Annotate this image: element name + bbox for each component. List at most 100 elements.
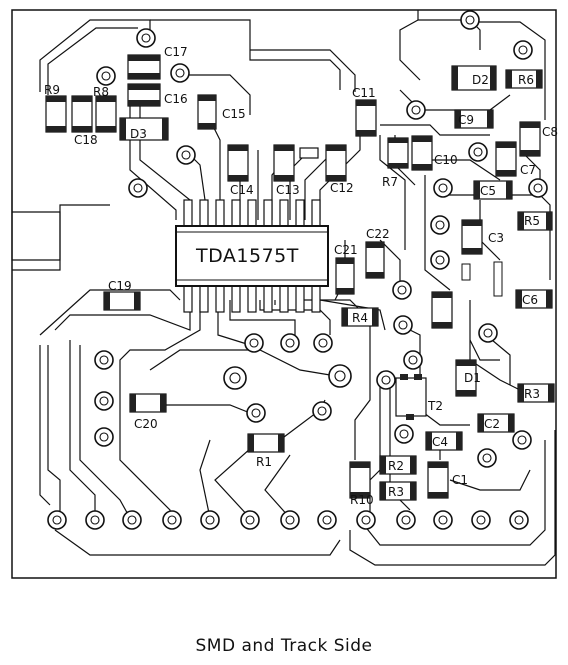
pad bbox=[478, 323, 498, 343]
smd-c16 bbox=[127, 83, 161, 107]
smd-r6 bbox=[505, 69, 543, 89]
label-c11: C11 bbox=[352, 86, 376, 100]
pad bbox=[433, 510, 453, 530]
pad bbox=[528, 178, 548, 198]
pad bbox=[85, 510, 105, 530]
smd-c15 bbox=[197, 94, 217, 130]
smd-c10 bbox=[411, 135, 433, 171]
pad bbox=[136, 28, 156, 48]
label-c7: C7 bbox=[520, 163, 536, 177]
label-c17: C17 bbox=[164, 45, 188, 59]
smd-c5 bbox=[473, 180, 513, 200]
pad bbox=[393, 315, 413, 335]
smd-r9 bbox=[45, 95, 67, 133]
smd-c2 bbox=[477, 413, 515, 433]
figure-caption: SMD and Track Side bbox=[195, 636, 373, 656]
label-c10: C10 bbox=[434, 153, 458, 167]
pad bbox=[477, 448, 497, 468]
smd-d1 bbox=[455, 359, 477, 397]
smd-c21 bbox=[335, 257, 355, 295]
label-c6: C6 bbox=[522, 293, 538, 307]
pad bbox=[246, 403, 266, 423]
smd-d2 bbox=[451, 65, 497, 91]
smd-c22 bbox=[365, 241, 385, 279]
smd-c11 bbox=[355, 99, 377, 137]
pad bbox=[162, 510, 182, 530]
pad bbox=[430, 215, 450, 235]
label-d3: D3 bbox=[130, 127, 147, 141]
pad bbox=[317, 510, 337, 530]
label-c5: C5 bbox=[480, 184, 496, 198]
smd-small bbox=[299, 147, 319, 159]
smd-c20 bbox=[129, 393, 167, 413]
label-c13: C13 bbox=[276, 183, 300, 197]
label-c12: C12 bbox=[330, 181, 354, 195]
pad bbox=[280, 510, 300, 530]
pad bbox=[403, 350, 423, 370]
ic-body bbox=[175, 225, 329, 287]
smd-components bbox=[45, 54, 555, 501]
smd-c1 bbox=[427, 461, 449, 499]
label-c22: C22 bbox=[366, 227, 390, 241]
pad bbox=[176, 145, 196, 165]
smd-c12 bbox=[325, 144, 347, 182]
smd-r2 bbox=[379, 455, 417, 475]
smd-c17 bbox=[127, 54, 161, 80]
pad bbox=[94, 350, 114, 370]
label-c16: C16 bbox=[164, 92, 188, 106]
smd-r-mid bbox=[341, 307, 379, 327]
label-r6: R6 bbox=[518, 73, 534, 87]
pad bbox=[240, 510, 260, 530]
pad bbox=[328, 364, 352, 388]
pad bbox=[122, 510, 142, 530]
label-r4: R4 bbox=[352, 311, 368, 325]
component-labels: C17 C16 C15 C18 R9 R8 D3 C14 C13 C12 C11… bbox=[44, 45, 558, 507]
label-c1: C1 bbox=[452, 473, 468, 487]
label-c21: C21 bbox=[334, 243, 358, 257]
smd-c6 bbox=[515, 289, 553, 309]
pad bbox=[280, 333, 300, 353]
smd-r3-bottom bbox=[379, 481, 417, 501]
label-c3: C3 bbox=[488, 231, 504, 245]
label-c19: C19 bbox=[108, 279, 132, 293]
ic-label: TDA1575T bbox=[195, 245, 299, 267]
pad bbox=[356, 510, 376, 530]
smd-r7 bbox=[387, 137, 409, 169]
label-r8: R8 bbox=[93, 85, 109, 99]
pad bbox=[468, 142, 488, 162]
label-r5: R5 bbox=[524, 214, 540, 228]
board-cutout-left bbox=[12, 211, 61, 271]
label-t2: T2 bbox=[427, 399, 443, 413]
pad bbox=[513, 40, 533, 60]
pad bbox=[170, 63, 190, 83]
pad bbox=[394, 424, 414, 444]
smd-r5 bbox=[517, 211, 553, 231]
label-r1: R1 bbox=[256, 455, 272, 469]
pad bbox=[471, 510, 491, 530]
slot bbox=[493, 261, 503, 297]
slot bbox=[461, 263, 471, 281]
label-r3-bottom: R3 bbox=[388, 485, 404, 499]
pad bbox=[512, 430, 532, 450]
pad bbox=[313, 333, 333, 353]
label-c9: C9 bbox=[458, 113, 474, 127]
smd-r3-right bbox=[517, 383, 555, 403]
pad bbox=[509, 510, 529, 530]
smd-c3 bbox=[461, 219, 483, 255]
smd-d3 bbox=[119, 117, 169, 141]
board-outline bbox=[11, 9, 557, 579]
pad bbox=[312, 401, 332, 421]
pad bbox=[244, 333, 264, 353]
pad bbox=[47, 510, 67, 530]
label-d2: D2 bbox=[472, 73, 489, 87]
smd-c19 bbox=[103, 291, 141, 311]
label-c2: C2 bbox=[484, 417, 500, 431]
label-c8: C8 bbox=[542, 125, 558, 139]
smd-c7 bbox=[495, 141, 517, 177]
pad bbox=[396, 510, 416, 530]
label-c18: C18 bbox=[74, 133, 98, 147]
smd-c18 bbox=[71, 95, 93, 133]
smd-c9 bbox=[454, 109, 494, 129]
pad bbox=[460, 10, 480, 30]
